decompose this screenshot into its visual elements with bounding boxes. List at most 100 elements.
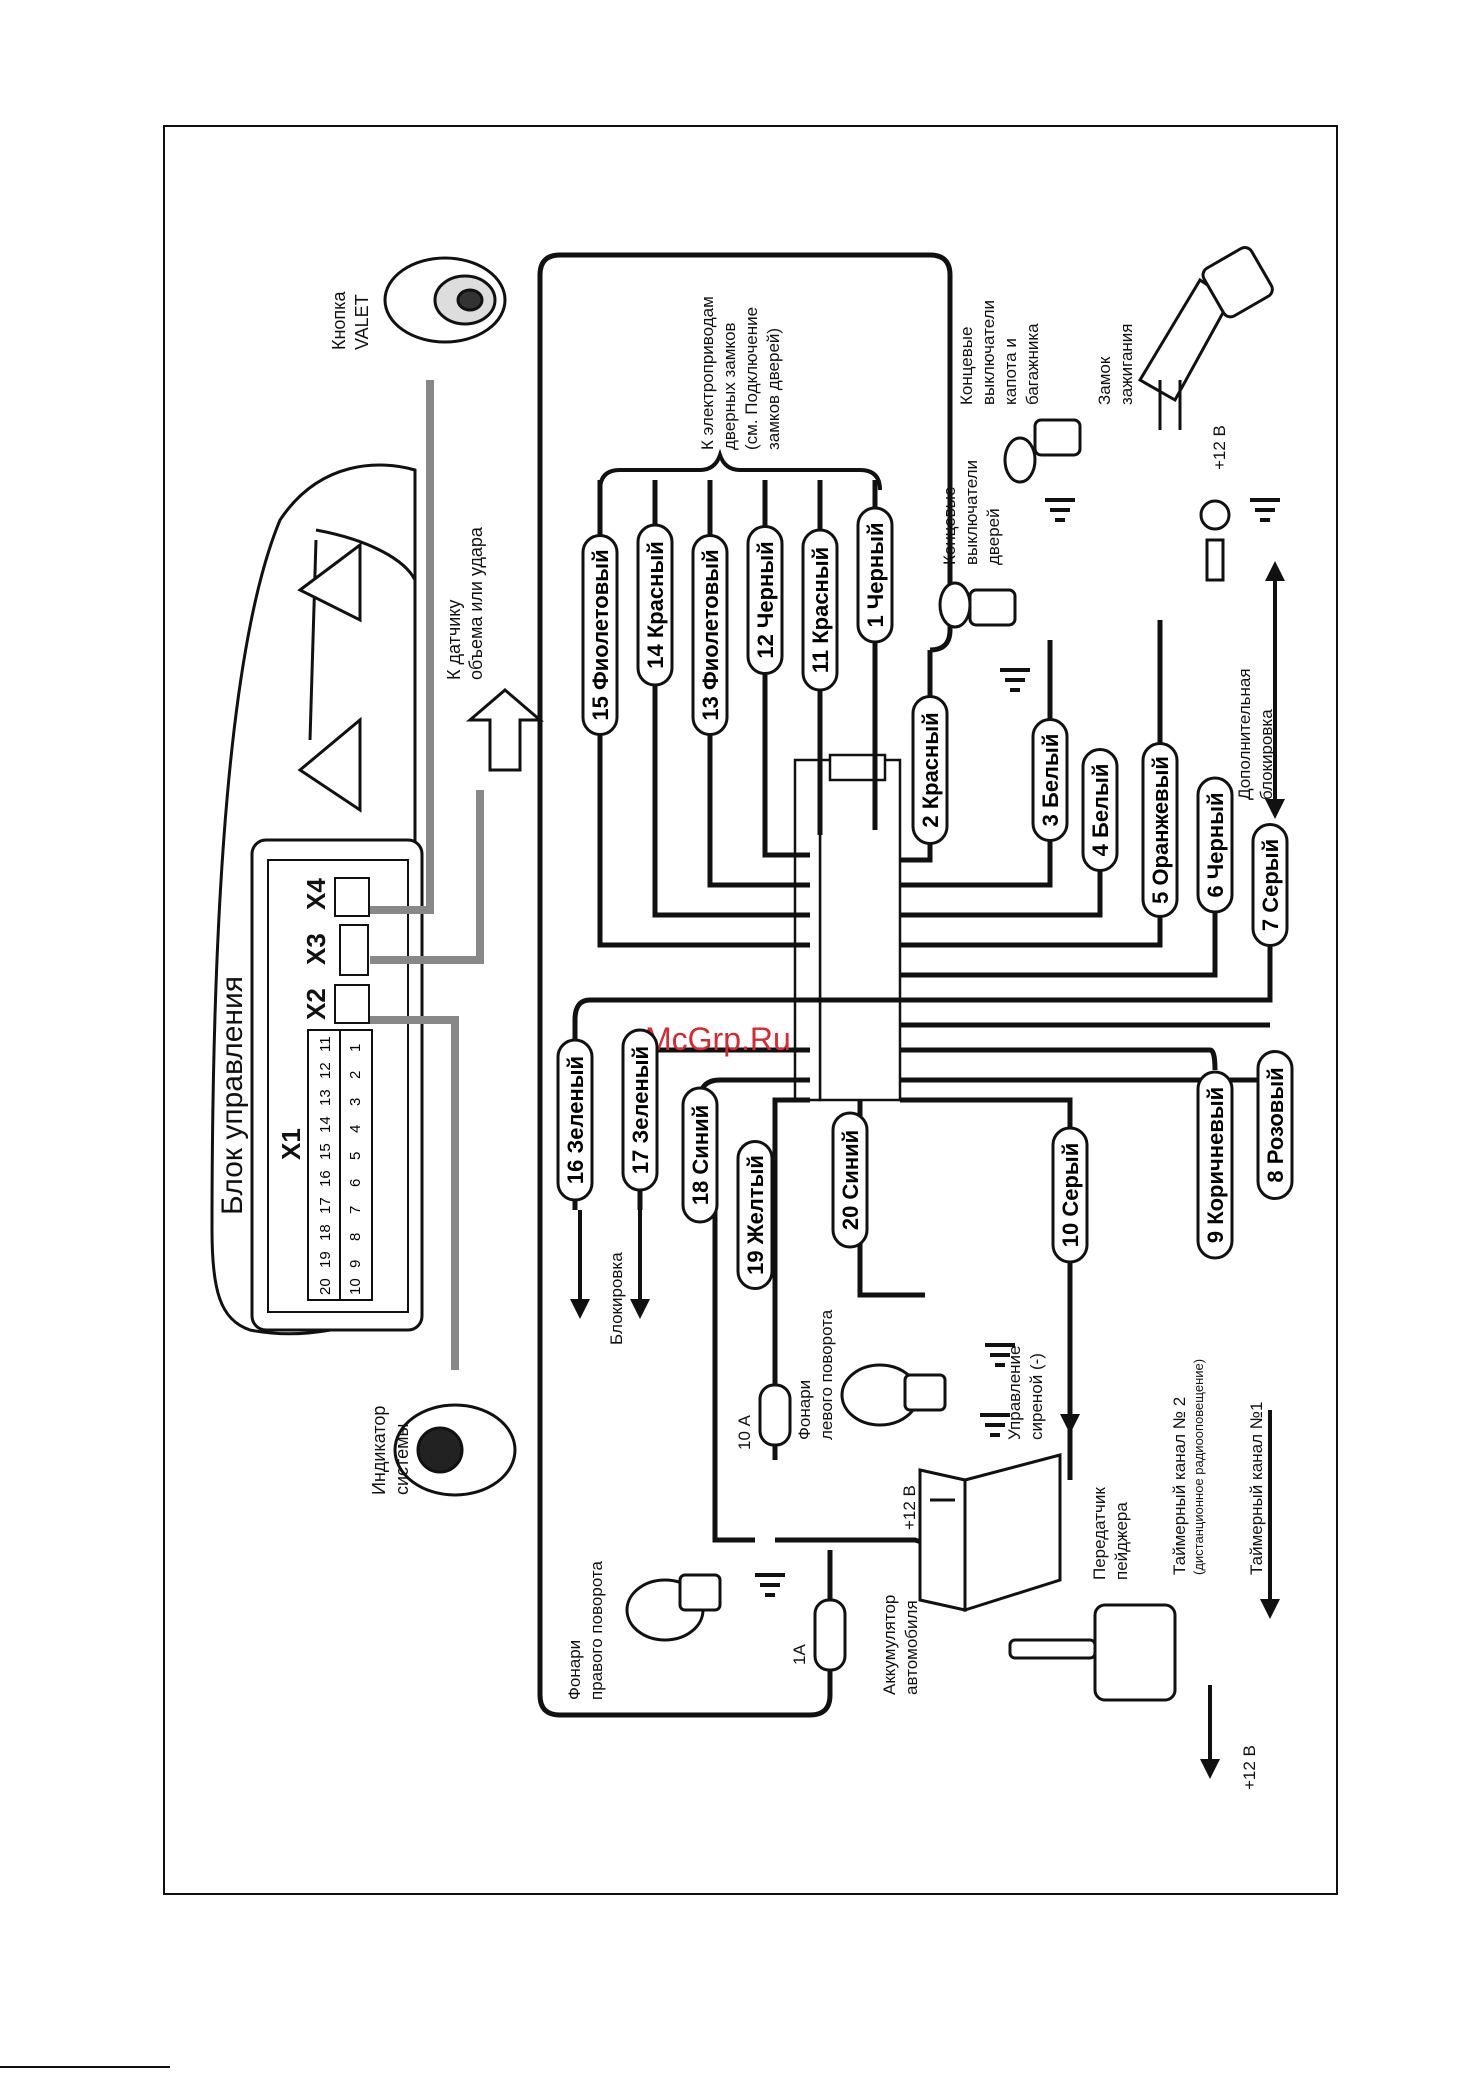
battery-label-2: автомобиля [902,1600,921,1695]
hood-switches-label-4: багажника [1023,323,1042,405]
ring-terminal-icon [1199,499,1231,582]
wire-label-text: 2 Красный [918,712,943,827]
pager-label-2: пейджера [1112,1502,1131,1580]
x1-pin-number: 8 [347,1233,364,1241]
wire-label: 4 Белый [1081,748,1119,872]
watermark: McGrp.Ru [645,1021,791,1057]
wire-label-text: 15 Фиолетовый [588,549,613,720]
battery-icon [918,1453,1062,1613]
indicator-icon [393,1403,517,1497]
wire-label-text: 6 Черный [1203,792,1228,897]
siren-label-1: Управление [1005,1345,1024,1440]
wire-badges: 15 Фиолетовый 14 Красный 13 Фиолетовый 12 Ч… [556,506,1294,1290]
timer2-label-1: Таймерный канал № 2 [1170,1397,1189,1575]
x1-pin-number: 12 [317,1062,334,1079]
x1-label: X1 [276,1128,306,1160]
x3-label: X3 [301,933,331,965]
wire-label: 20 Синий [831,1111,869,1249]
pager-icon [1008,1603,1177,1702]
wire-label-text: 5 Оранжевый [1148,756,1173,904]
x1-pin-number: 10 [347,1278,364,1295]
ground-icons [755,498,1280,1597]
branch-arrows [570,1210,1280,1779]
wire-label-text: 19 Желтый [743,1155,768,1275]
wire-label-text: 16 Зеленый [563,1056,588,1184]
left-turn-label-1: Фонари [795,1380,814,1440]
x1-pin-number: 18 [317,1224,334,1241]
hood-switch-icon [1003,418,1082,484]
right-turn-label-2: правого поворота [587,1560,606,1700]
x1-pin-number: 3 [347,1098,364,1106]
main-loop [537,252,953,1718]
harness-x1 [793,753,902,1102]
extra-block-label-2: блокировка [1257,709,1276,800]
extra-block-label-1: Дополнительная [1235,668,1254,800]
x1-pin-number: 11 [317,1036,334,1052]
x1-pin-number: 1 [347,1044,364,1052]
wire-label-text: 9 Коричневый [1203,1087,1228,1243]
wire-label-text: 11 Красный [808,547,833,673]
wire-label: 1 Черный [856,506,894,644]
x1-pin-number: 17 [317,1197,334,1214]
ignition-label-2: зажигания [1117,324,1136,406]
x1-pin-number: 20 [317,1278,334,1295]
plus12-top-label: +12 В [1210,425,1229,470]
siren-label-2: сиреной (-) [1027,1353,1046,1440]
wire-label-text: 3 Белый [1038,734,1063,827]
valet-label-2: VALET [352,294,372,350]
sensor-label-1: К датчику [444,600,464,680]
wire-label-text: 8 Розовый [1263,1067,1288,1182]
x4-label: X4 [301,878,331,910]
ignition-icon [1137,246,1274,430]
wire-label: 2 Красный [911,695,949,845]
x1-pin-number: 19 [317,1251,334,1268]
door-lock-brace [598,448,882,491]
indicator-label-2: системы [392,1424,412,1495]
x1-pin-number: 16 [317,1170,334,1187]
fuse-10a-icon [758,1383,792,1447]
wire-label-text: 12 Черный [753,541,778,658]
door-locks-label-4: замков дверей) [764,328,783,450]
door-switches-label-2: выключатели [962,460,981,565]
wire-label-text: 7 Серый [1258,839,1283,931]
wire-label-text: 13 Фиолетовый [698,549,723,720]
wire-label: 10 Серый [1051,1126,1089,1264]
sensor-arrow-icon [465,688,545,772]
door-switches-label-1: Концевые [940,487,959,565]
battery-label-1: Аккумулятор [880,1595,899,1695]
valet-button-icon [383,256,507,344]
battery-plus-label: +12 В [900,1485,919,1530]
wire-label-text: 4 Белый [1088,764,1113,857]
wire-label: 18 Синий [681,1086,719,1224]
unit-cables [370,380,484,1370]
wire-label: 15 Фиолетовый [581,534,619,736]
x1-pin-number: 2 [347,1071,364,1079]
wire-label: 12 Черный [746,525,784,675]
wire-label: 11 Красный [801,528,839,692]
valet-label-1: Кнопка [329,291,349,350]
diagram-frame [163,125,1338,1895]
timer1-label: Таймерный канал №1 [1247,1402,1266,1575]
wire-label-text: 14 Красный [643,541,668,669]
wire-label: 3 Белый [1031,718,1069,842]
plus12-bottom-label: +12 В [1240,1745,1259,1790]
wire-label: 19 Желтый [736,1140,774,1290]
x1-pin-number: 5 [347,1152,364,1160]
wire-label: 5 Оранжевый [1141,742,1179,918]
ignition-label-1: Замок [1095,356,1114,405]
x1-pin-number: 6 [347,1179,364,1187]
fuse-10-label: 10 А [735,1414,754,1450]
x2-label: X2 [301,988,331,1020]
hood-switches-label-3: капота и [1001,338,1020,405]
timer2-label-2: (дистанционное радиооповещение) [1191,1359,1206,1575]
fuse-1a-icon [813,1598,847,1672]
door-switch-icon [938,581,1017,629]
left-turn-bulb-icon [840,1363,947,1427]
wire-label: 13 Фиолетовый [691,534,729,736]
wire-label-text: 20 Синий [838,1130,863,1230]
wire-label-text: 18 Синий [688,1105,713,1205]
left-turn-label-2: левого поворота [817,1309,836,1440]
indicator-label-1: Индикатор [369,1406,389,1495]
